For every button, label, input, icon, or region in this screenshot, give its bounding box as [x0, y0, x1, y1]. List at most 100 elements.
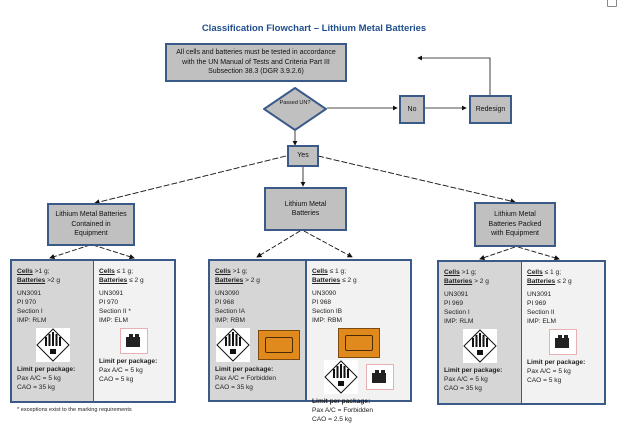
limit-per-package-heading: Limit per package: [527, 359, 586, 366]
arrow-yes-contained [94, 155, 287, 205]
battery-mark-icon [365, 364, 394, 390]
contained-in-equipment-box: Lithium Metal Batteries Contained in Equ… [47, 203, 135, 246]
passenger-aircraft-limit: Pax A/C = Forbidden [215, 375, 277, 382]
cargo-aircraft-limit: CAO = 2.5 kg [312, 416, 352, 423]
cells-label: Cells [312, 268, 328, 275]
no-box: No [399, 95, 425, 124]
cells-threshold: ≤ 1 g; [542, 269, 562, 276]
cells-label: Cells [99, 268, 115, 275]
label-icons [215, 328, 300, 362]
class-9-hazard-icon [323, 360, 358, 394]
passenger-aircraft-limit: Pax A/C = 5 kg [527, 368, 571, 375]
section: Section II * [99, 308, 131, 315]
cells-label: Cells [215, 268, 231, 275]
batteries-label: Batteries [312, 277, 341, 284]
passenger-aircraft-limit: Pax A/C = 5 kg [444, 376, 488, 383]
imp-code: IMP: ELM [527, 318, 556, 325]
packing-instruction: PI 970 [99, 299, 119, 306]
limit-per-package-heading: Limit per package: [17, 366, 76, 373]
cells-label: Cells [17, 268, 33, 275]
cargo-aircraft-limit: CAO = 5 kg [99, 376, 134, 383]
batteries-label: Batteries [99, 277, 128, 284]
weight-criteria: Cells ≤ 1 g; Batteries ≤ 2 g [527, 268, 599, 286]
class-9-hazard-icon [463, 329, 497, 363]
battery-mark-icon [120, 328, 148, 354]
window-corner-control[interactable] [607, 0, 617, 7]
cargo-aircraft-limit: CAO = 5 kg [527, 377, 562, 384]
section: Section I [444, 309, 470, 316]
yes-box: Yes [287, 145, 319, 167]
arrow-packed-right [517, 246, 560, 261]
redesign-label: Redesign [475, 105, 506, 113]
label-icons [99, 328, 169, 354]
redesign-box: Redesign [469, 95, 512, 124]
imp-code: IMP: RBM [215, 317, 246, 324]
packing-instruction: PI 970 [17, 299, 37, 306]
packed-with-equipment-box: Lithium Metal Batteries Packed with Equi… [474, 202, 556, 247]
cells-threshold: >1 g; [459, 269, 477, 276]
cells-threshold: >1 g; [32, 268, 50, 275]
passenger-aircraft-limit: Pax A/C = 5 kg [17, 375, 61, 382]
label-icons [527, 329, 599, 355]
lithium-metal-batteries-label: Lithium Metal Batteries [284, 200, 327, 218]
weight-criteria: Cells ≤ 1 g; Batteries ≤ 2 g [99, 267, 169, 285]
un-number: UN3091 [444, 291, 469, 298]
cargo-aircraft-limit: CAO = 35 kg [215, 384, 253, 391]
cargo-aircraft-only-icon [337, 328, 380, 358]
cell-section-ii: Cells ≤ 1 g; Batteries ≤ 2 g UN3091 PI 969… [522, 262, 604, 403]
yes-label: Yes [297, 152, 309, 160]
arrow-batteries-left [256, 230, 301, 258]
section: Section IA [215, 308, 246, 315]
packing-instruction: PI 968 [215, 299, 235, 306]
imp-code: IMP: ELM [99, 317, 128, 324]
limit-per-package-heading: Limit per package: [444, 367, 503, 374]
cells-threshold: >1 g; [230, 268, 248, 275]
weight-criteria: Cells >1 g; Batteries >2 g [17, 267, 88, 285]
passenger-aircraft-limit: Pax A/C = 5 kg [99, 367, 143, 374]
diagram-title: Classification Flowchart – Lithium Metal… [201, 23, 427, 34]
un-number: UN3091 [527, 291, 552, 298]
passed-un-decision-label: Passed UN? [279, 100, 311, 106]
packing-instruction: PI 969 [527, 300, 547, 307]
section: Section II [527, 309, 555, 316]
passed-un-decision [263, 87, 327, 131]
un-number: UN3090 [215, 290, 240, 297]
packed-with-equipment-label: Lithium Metal Batteries Packed with Equi… [488, 211, 542, 238]
cells-label: Cells [444, 269, 460, 276]
label-icons [444, 329, 516, 363]
batteries-threshold: > 2 g [243, 277, 260, 284]
cells-threshold: ≤ 1 g; [327, 268, 347, 275]
battery-mark-icon [549, 329, 577, 355]
cells-threshold: ≤ 1 g; [114, 268, 134, 275]
section: Section IB [312, 308, 343, 315]
packing-instruction: PI 969 [444, 300, 464, 307]
limit-per-package-heading: Limit per package: [312, 398, 371, 405]
section: Section I [17, 308, 43, 315]
arrow-yes-packed [317, 155, 516, 204]
batteries-threshold: ≤ 2 g [127, 277, 144, 284]
contained-in-equipment-label: Lithium Metal Batteries Contained in Equ… [55, 211, 127, 238]
imp-code: IMP: RBM [312, 317, 343, 324]
arrow-packed-left [479, 246, 516, 261]
cargo-aircraft-limit: CAO = 35 kg [444, 385, 482, 392]
weight-criteria: Cells >1 g; Batteries > 2 g [215, 267, 300, 285]
class-9-hazard-icon [35, 328, 70, 362]
cargo-aircraft-only-icon [257, 330, 300, 360]
label-icons [17, 328, 88, 362]
un-number: UN3091 [17, 290, 42, 297]
weight-criteria: Cells ≤ 1 g; Batteries ≤ 2 g [312, 267, 405, 285]
weight-criteria: Cells >1 g; Batteries > 2 g [444, 268, 516, 286]
batteries-label: Batteries [527, 278, 556, 285]
batteries-label: Batteries [17, 277, 46, 284]
arrow-contained-right [92, 244, 135, 260]
un-test-requirement-box: All cells and batteries must be tested i… [165, 43, 347, 82]
footnote: * exceptions exist to the marking requir… [17, 407, 132, 413]
